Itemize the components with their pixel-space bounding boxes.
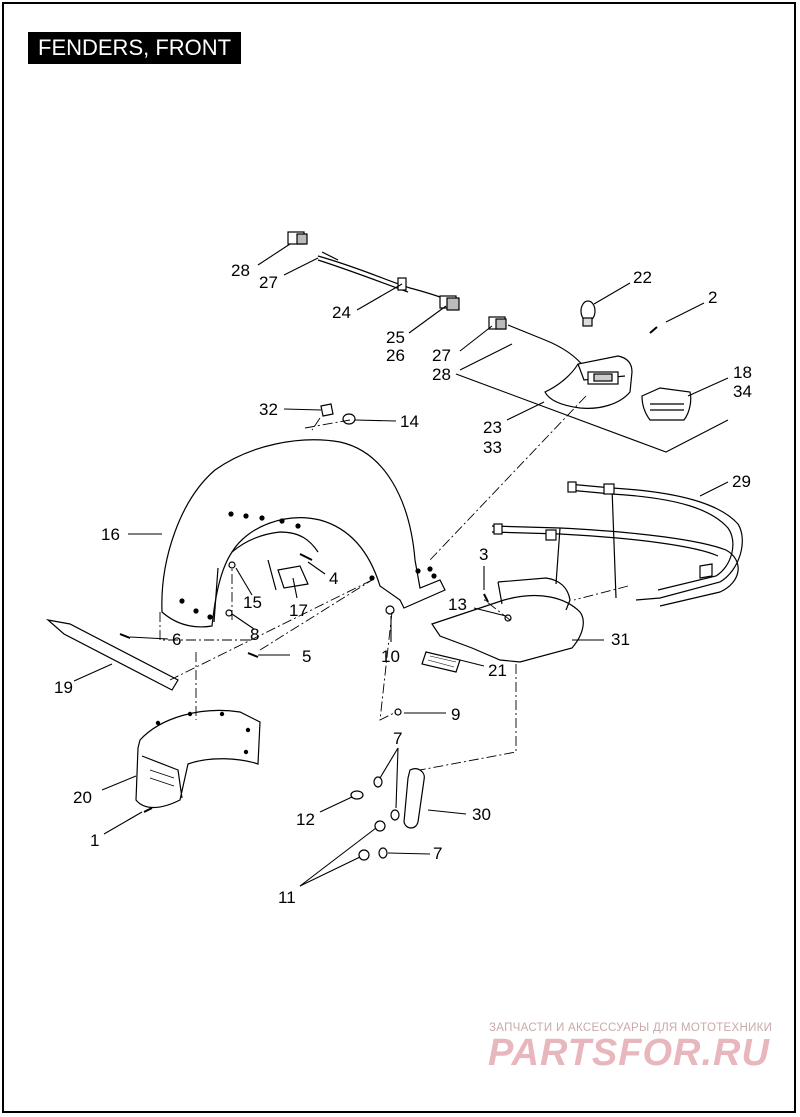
callout-29: 29 [732, 472, 751, 491]
nut-8 [225, 609, 233, 617]
mud-flap-20 [135, 709, 261, 809]
lockwasher-7b [390, 809, 400, 821]
nut-10 [385, 605, 395, 615]
callout-15: 15 [243, 593, 262, 612]
screw-5 [247, 652, 259, 658]
callout-34: 34 [733, 382, 752, 401]
washer-12 [350, 790, 364, 800]
callout-20: 20 [73, 788, 92, 807]
callout-labels: 28 27 24 25 26 27 28 22 2 18 34 32 14 23… [54, 261, 752, 907]
bracket-17 [277, 565, 309, 589]
callout-10: 10 [381, 647, 400, 666]
callout-9: 9 [451, 705, 460, 724]
callout-24: 24 [332, 303, 351, 322]
nut-15 [228, 561, 236, 569]
lockwasher-7a [373, 776, 383, 788]
callout-27-right: 27 [432, 346, 451, 365]
callout-5: 5 [302, 647, 311, 666]
callout-7-bottom: 7 [433, 844, 442, 863]
callout-17: 17 [289, 601, 308, 620]
nut-11a [374, 820, 386, 832]
luggage-rack-29 [491, 481, 743, 607]
callout-19: 19 [54, 678, 73, 697]
callout-16: 16 [101, 525, 120, 544]
callout-14: 14 [400, 412, 419, 431]
bulb-22 [580, 300, 596, 327]
wiring-harness-24 [317, 251, 449, 301]
trim-strip-19 [45, 619, 179, 691]
reflector-21 [421, 651, 461, 673]
nut-11b [358, 849, 370, 861]
nut-32 [320, 403, 334, 417]
callout-11: 11 [278, 888, 296, 907]
callout-28-right: 28 [432, 365, 451, 384]
fender-tip-31 [431, 577, 584, 663]
callout-22: 22 [633, 268, 652, 287]
lockwasher-7c [378, 847, 388, 859]
page-title: FENDERS, FRONT [28, 32, 242, 64]
callout-2: 2 [708, 288, 717, 307]
watermark-tagline: ЗАПЧАСТИ И АКСЕССУАРЫ ДЛЯ МОТОТЕХНИКИ [489, 1022, 773, 1034]
screw-2 [649, 326, 658, 334]
callout-27-top: 27 [259, 273, 278, 292]
screw-1 [143, 807, 153, 813]
callout-3: 3 [479, 545, 488, 564]
callout-30: 30 [472, 805, 491, 824]
callout-6: 6 [172, 630, 181, 649]
grommet-14 [342, 413, 356, 425]
nut-9 [394, 708, 402, 716]
connector-28-top [287, 231, 308, 245]
bracket-30 [403, 768, 425, 829]
callout-32: 32 [259, 400, 278, 419]
callout-28-top: 28 [231, 261, 250, 280]
lamp-housing-23 [544, 355, 633, 409]
screw-6 [119, 633, 131, 639]
screw-3 [483, 593, 489, 603]
callout-13: 13 [448, 595, 467, 614]
callout-8: 8 [250, 625, 259, 644]
callout-31: 31 [611, 630, 630, 649]
callout-4: 4 [329, 569, 338, 588]
callout-18: 18 [733, 363, 752, 382]
callout-1: 1 [90, 831, 99, 850]
connector-27-right [488, 316, 586, 369]
callout-33: 33 [483, 438, 502, 457]
callout-25: 25 [386, 328, 405, 347]
screw-4 [299, 553, 313, 561]
callout-26: 26 [386, 346, 405, 365]
callout-12: 12 [296, 810, 315, 829]
watermark-brand: PARTSFOR.RU [488, 1032, 770, 1074]
callout-21: 21 [488, 661, 507, 680]
callout-7-top: 7 [393, 729, 402, 748]
front-fender-16 [161, 439, 446, 628]
lens-18 [641, 387, 692, 421]
callout-23: 23 [483, 418, 502, 437]
connector-25 [439, 295, 460, 311]
